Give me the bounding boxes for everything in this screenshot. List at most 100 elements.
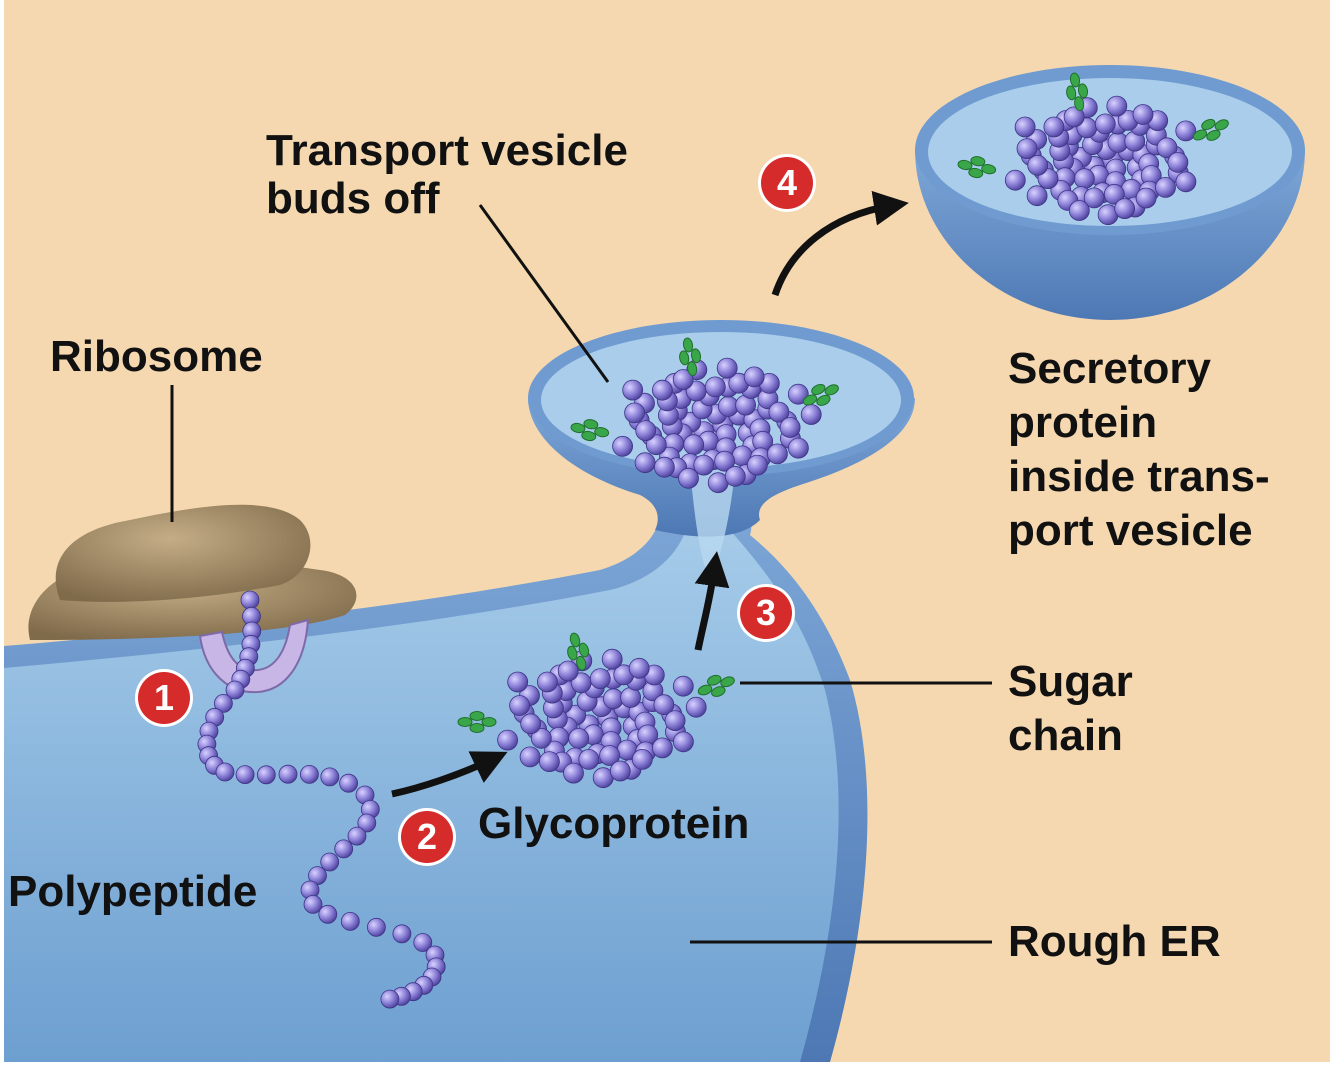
protein-bead: [743, 366, 765, 388]
protein-bead: [654, 456, 675, 478]
protein-bead: [716, 357, 738, 379]
protein-bead: [628, 657, 650, 679]
protein-bead: [509, 695, 530, 716]
protein-bead: [631, 749, 653, 770]
polypeptide-bead: [213, 694, 233, 713]
label-transport-vesicle-line2: buds off: [266, 174, 440, 223]
label-glycoprotein: Glycoprotein: [478, 799, 750, 848]
protein-bead: [673, 731, 694, 753]
protein-bead: [1132, 104, 1154, 125]
polypeptide-bead: [256, 765, 276, 785]
protein-bead: [519, 746, 541, 768]
protein-bead: [589, 668, 611, 689]
protein-bead: [1135, 187, 1157, 209]
protein-bead: [601, 648, 623, 670]
protein-bead: [1043, 116, 1065, 138]
protein-bead: [678, 467, 699, 489]
protein-bead: [1106, 95, 1128, 117]
sugar-chain-icon: [1066, 72, 1089, 112]
protein-bead: [578, 749, 600, 770]
protein-bead: [1074, 168, 1095, 190]
sugar-chain-icon: [1192, 118, 1229, 141]
label-sugar-line2: chain: [1008, 711, 1123, 760]
protein-bead: [1167, 151, 1189, 173]
arrow-step-3: [694, 551, 730, 651]
protein-bead: [1175, 171, 1197, 193]
protein-bead: [1175, 120, 1197, 142]
label-secretory-line4: port vesicle: [1008, 506, 1253, 555]
protein-bead: [530, 727, 552, 749]
protein-bead: [788, 437, 809, 459]
label-ribosome: Ribosome: [50, 332, 263, 381]
protein-bead: [685, 696, 707, 718]
polypeptide-bead: [366, 917, 386, 937]
label-sugar-chain: Sugar chain: [1008, 655, 1133, 763]
label-secretory-line1: Secretory: [1008, 344, 1212, 393]
polypeptide-bead: [320, 852, 340, 872]
protein-bead: [787, 383, 809, 405]
protein-bead: [693, 454, 715, 476]
polypeptide-bead: [339, 773, 359, 793]
protein-bead: [635, 420, 657, 442]
sugar-chain-icon: [697, 674, 735, 697]
protein-bead: [767, 443, 788, 465]
label-secretory-protein: Secretory protein inside trans- port ves…: [1008, 342, 1270, 558]
protein-bead: [537, 671, 558, 693]
step-badge-2: 2: [401, 811, 453, 863]
protein-bead: [563, 762, 584, 784]
polypeptide-bead: [240, 590, 260, 610]
polypeptide-bead: [340, 912, 360, 931]
protein-bead: [507, 671, 529, 693]
label-sugar-line1: Sugar: [1008, 657, 1133, 706]
protein-bead: [1156, 137, 1178, 159]
protein-bead: [568, 728, 590, 749]
protein-bead: [653, 694, 675, 716]
polypeptide-bead: [299, 765, 319, 784]
label-secretory-line2: protein: [1008, 398, 1158, 447]
polypeptide-bead: [392, 924, 412, 944]
protein-bead: [779, 417, 801, 438]
protein-bead: [664, 710, 686, 731]
protein-bead: [609, 760, 631, 782]
leader-transport-vesicle: [478, 204, 610, 383]
polypeptide-bead: [318, 904, 338, 924]
label-transport-vesicle: Transport vesicle buds off: [266, 124, 628, 226]
polypeptide-bead: [347, 826, 367, 846]
protein-bead: [724, 465, 746, 487]
step-badge-3: 3: [740, 587, 792, 639]
polypeptide-bead: [278, 764, 298, 784]
protein-bead: [1027, 154, 1049, 176]
protein-bead: [672, 675, 694, 697]
polypeptide-bead: [320, 767, 340, 787]
step-badge-1: 1: [138, 672, 190, 724]
protein-bead: [1014, 116, 1036, 138]
protein-bead: [539, 751, 560, 772]
protein-bead: [557, 660, 579, 682]
polypeptide-bead: [225, 680, 245, 700]
ribosome: [28, 504, 357, 640]
protein-bead: [1016, 138, 1038, 160]
protein-bead: [1004, 169, 1026, 191]
sugar-chain-icon: [802, 383, 839, 406]
sugar-chain-icon: [567, 632, 590, 671]
label-rough-er: Rough ER: [1008, 917, 1221, 966]
protein-bead: [599, 745, 620, 766]
label-transport-vesicle-line1: Transport vesicle: [266, 126, 628, 175]
protein-bead: [1068, 200, 1090, 221]
sugar-chain-icon: [570, 419, 610, 442]
protein-bead: [634, 452, 656, 474]
protein-bead: [672, 369, 694, 390]
polypeptide-bead: [357, 813, 377, 833]
polypeptide-bead: [413, 933, 433, 952]
step-badge-4: 4: [761, 157, 813, 209]
arrow-step-4: [771, 190, 909, 297]
protein-bead: [612, 435, 633, 457]
protein-bead: [704, 376, 726, 398]
protein-bead: [800, 404, 822, 425]
protein-bead: [746, 454, 768, 476]
protein-bead: [497, 729, 519, 751]
sugar-chain-icon: [457, 711, 497, 733]
protein-bead: [624, 402, 645, 424]
protein-bead: [1094, 113, 1116, 135]
